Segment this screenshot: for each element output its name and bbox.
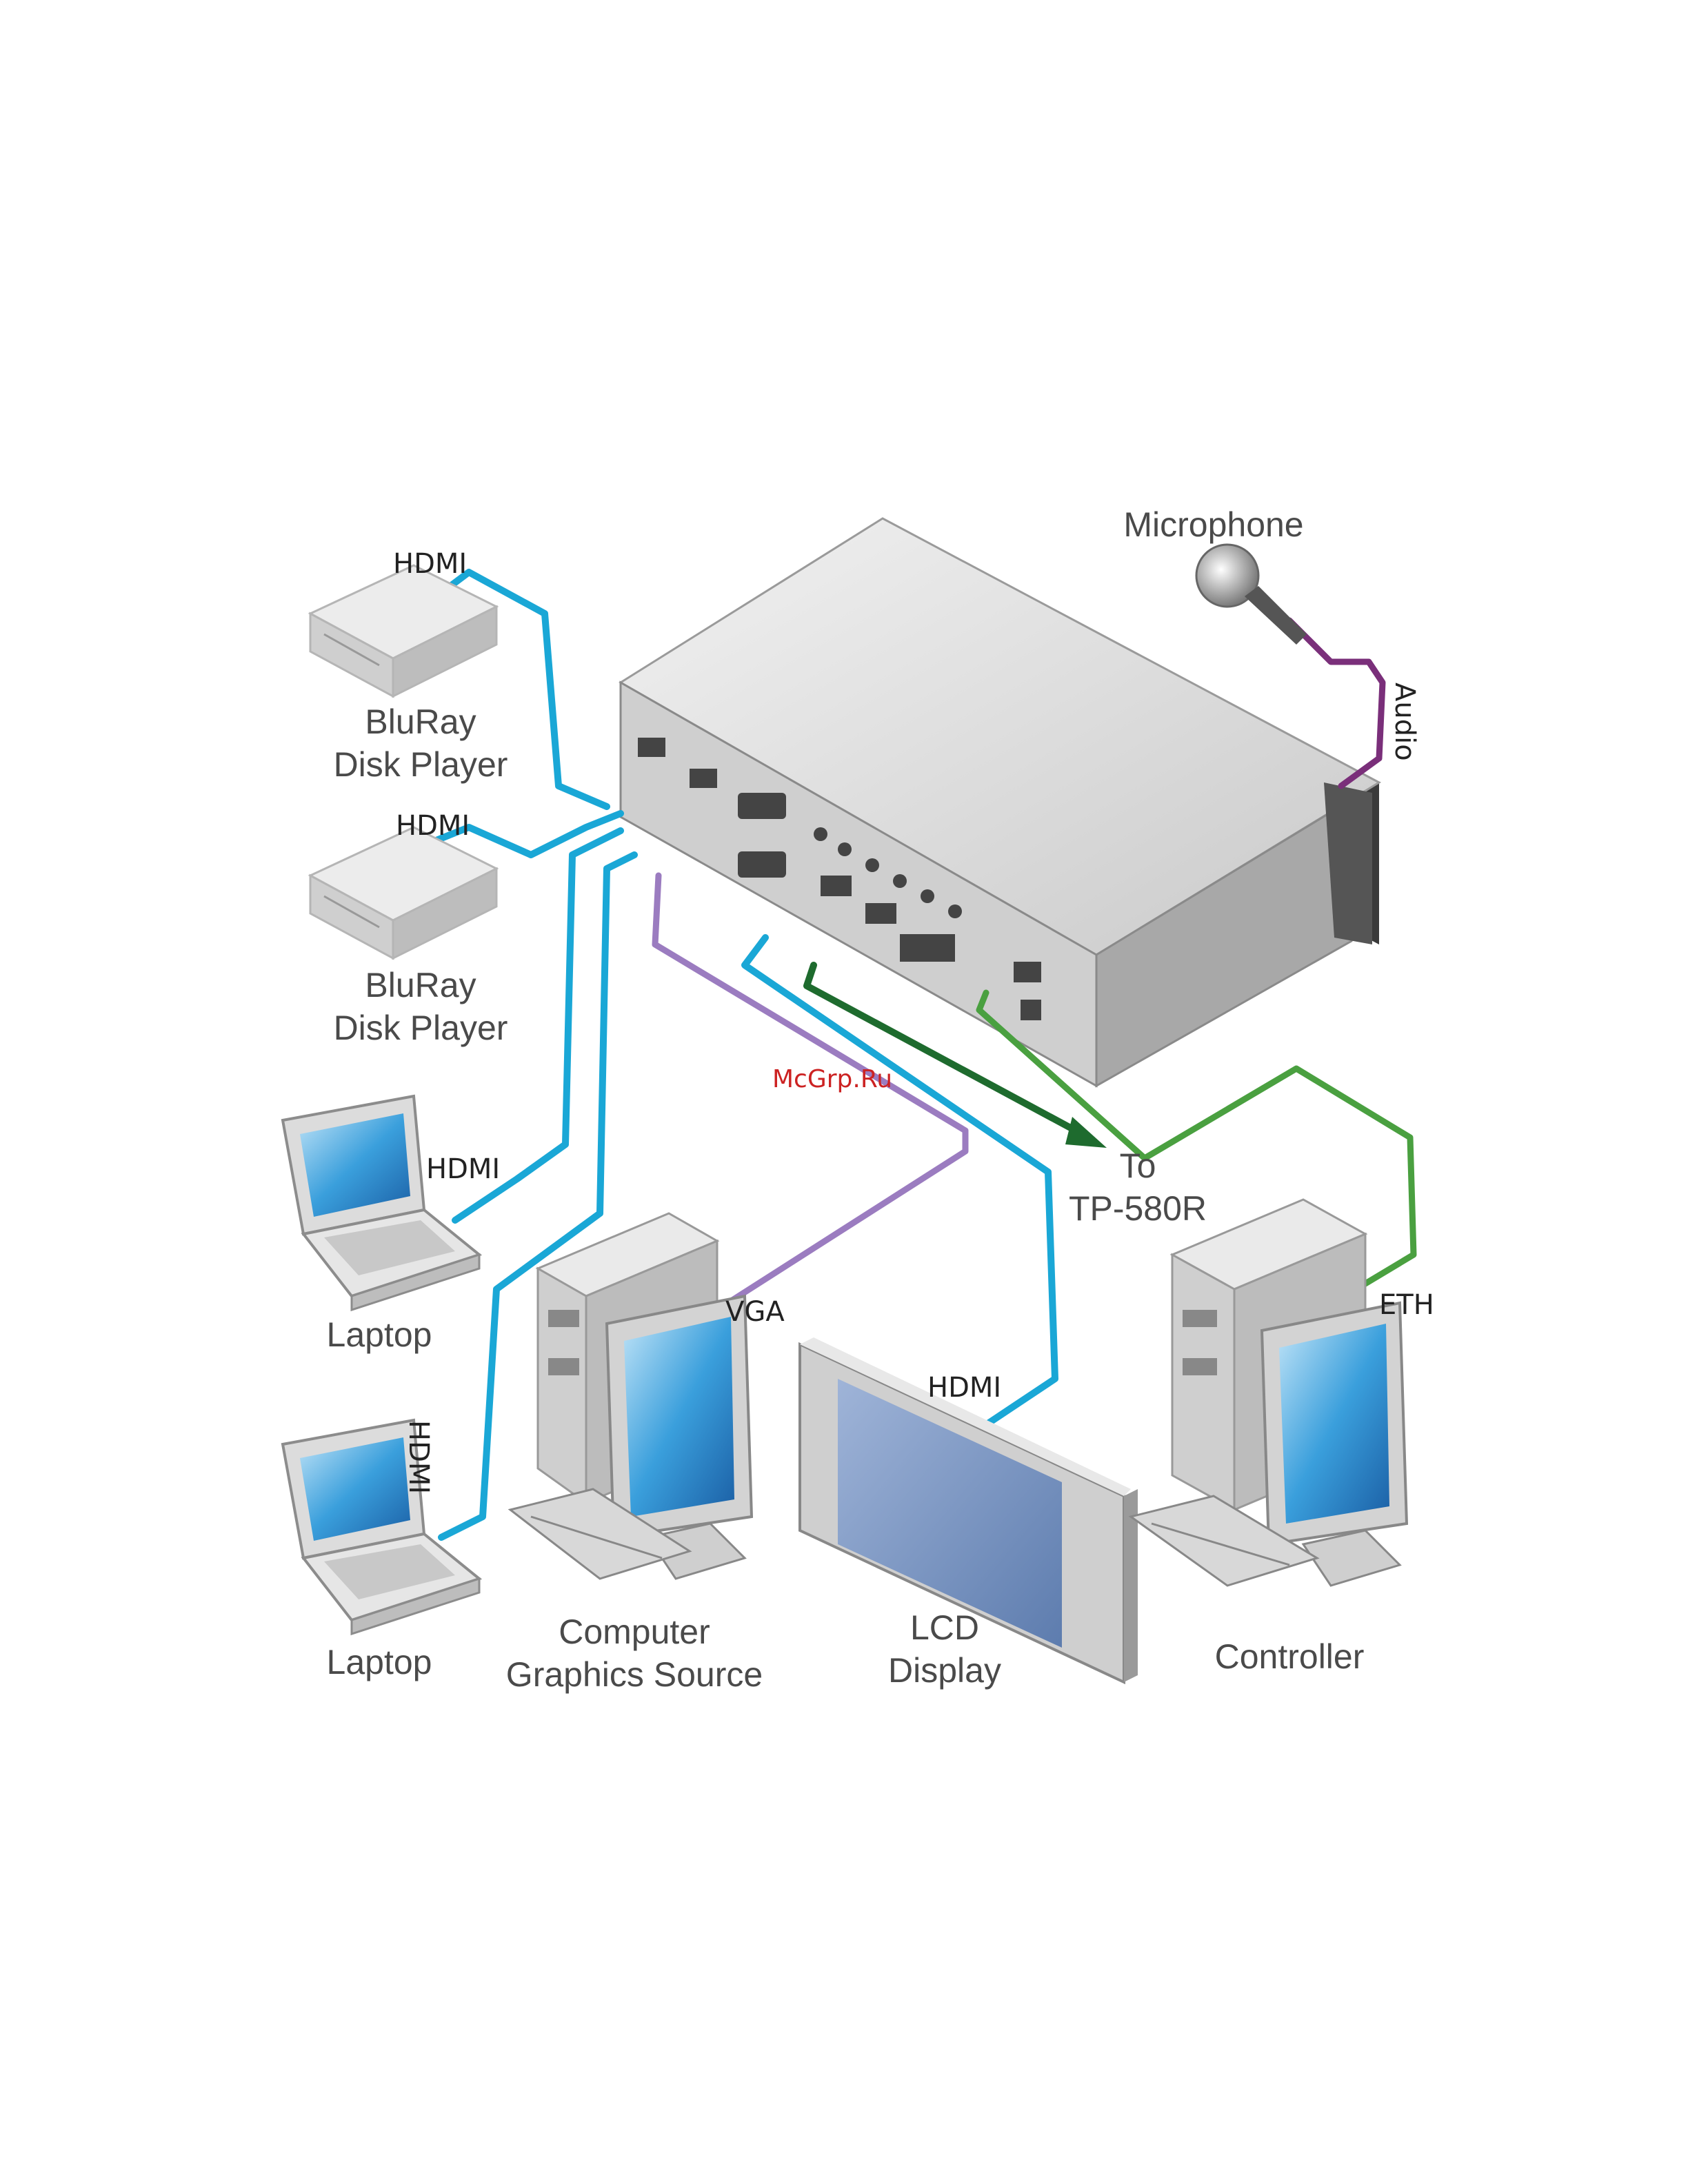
lcd-label-line2: Display	[841, 1649, 1048, 1692]
target-label-line2: TP-580R	[1034, 1187, 1241, 1230]
target-label: To TP-580R	[1034, 1144, 1241, 1230]
hdmi-laptop2-caption: HDMI	[403, 1420, 434, 1494]
audio-caption: Audio	[1389, 682, 1420, 761]
bluray-player-2	[310, 827, 496, 958]
laptop-1	[283, 1096, 479, 1310]
hdmi-bluray2-caption: HDMI	[396, 810, 470, 842]
laptop-2-label: Laptop	[290, 1641, 469, 1684]
laptop-1-label: Laptop	[290, 1313, 469, 1356]
vga-caption: VGA	[725, 1296, 785, 1328]
hdmi-bluray1-caption: HDMI	[393, 548, 467, 580]
bluray-2-label: BluRay Disk Player	[310, 964, 531, 1049]
lcd-label: LCD Display	[841, 1606, 1048, 1692]
bluray-1-label: BluRay Disk Player	[310, 700, 531, 786]
laptop-2	[283, 1420, 479, 1634]
microphone-label: Microphone	[1096, 503, 1331, 546]
controller-computer	[1131, 1200, 1407, 1586]
eth-caption: ETH	[1379, 1289, 1434, 1321]
computer-label-line2: Graphics Source	[483, 1653, 786, 1696]
microphone	[1196, 545, 1307, 645]
bluray-2-label-line1: BluRay	[310, 964, 531, 1007]
lcd-label-line1: LCD	[841, 1606, 1048, 1649]
bluray-1-label-line1: BluRay	[310, 700, 531, 743]
target-label-line1: To	[1034, 1144, 1241, 1187]
hdmi-lcd-caption: HDMI	[927, 1372, 1001, 1404]
computer-label-line1: Computer	[483, 1610, 786, 1653]
bluray-2-label-line2: Disk Player	[310, 1007, 531, 1049]
bluray-1-label-line2: Disk Player	[310, 743, 531, 786]
controller-label: Controller	[1186, 1635, 1393, 1678]
computer-graphics-source	[510, 1213, 752, 1579]
computer-label: Computer Graphics Source	[483, 1610, 786, 1696]
hdmi-laptop1-caption: HDMI	[426, 1153, 500, 1185]
bluray-player-1	[310, 565, 496, 696]
watermark: McGrp.Ru	[772, 1065, 892, 1093]
